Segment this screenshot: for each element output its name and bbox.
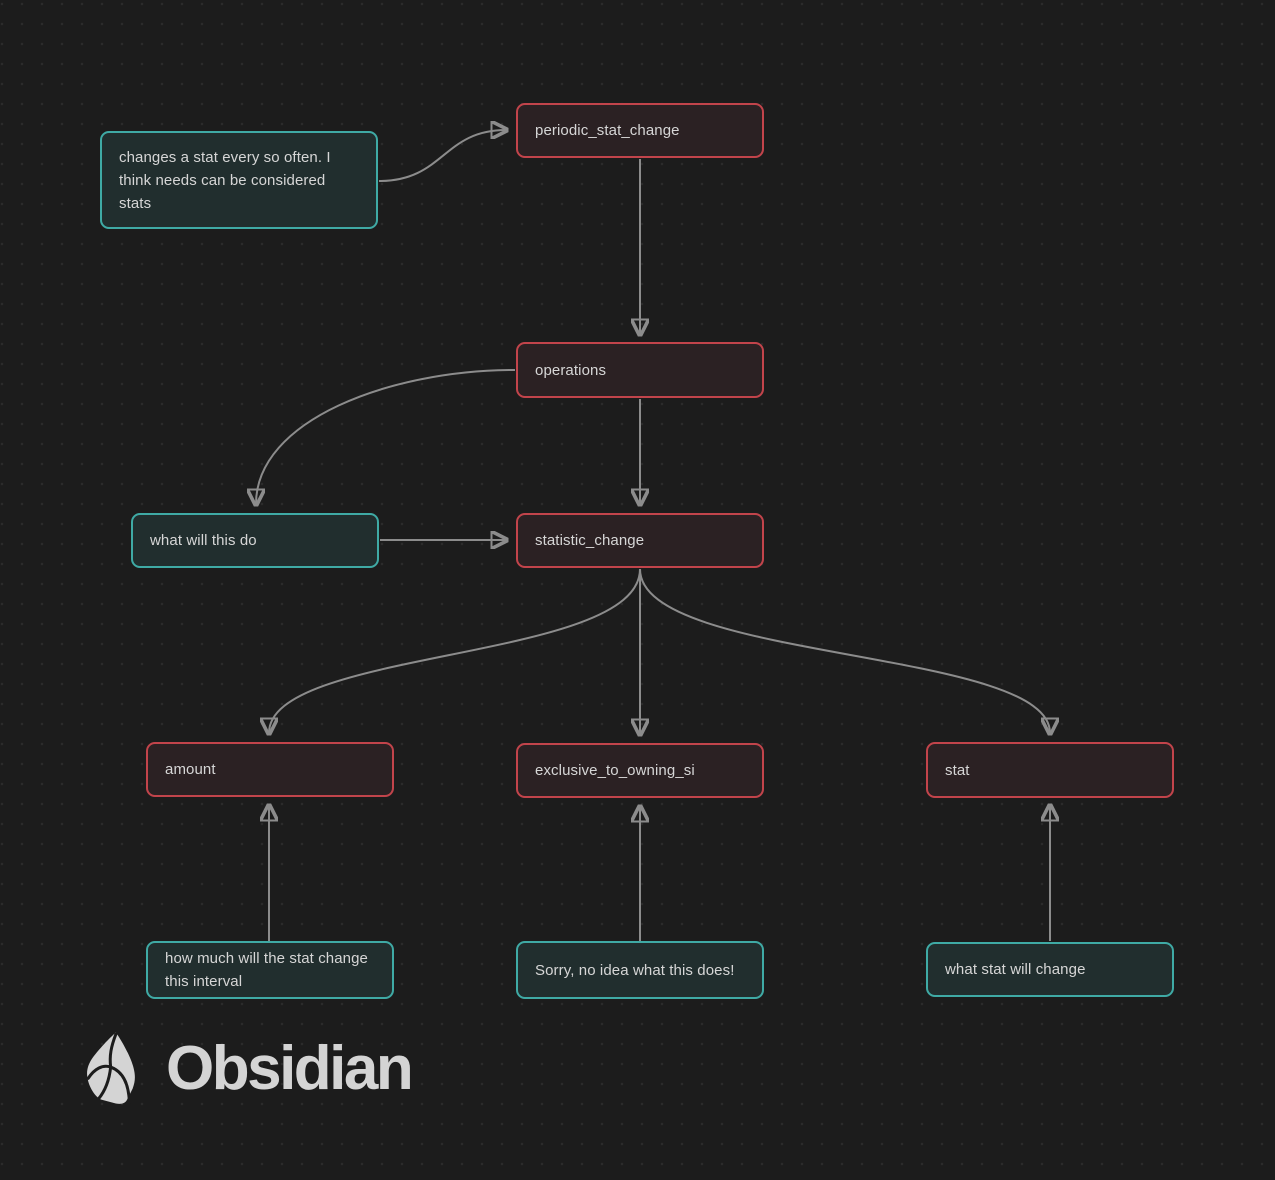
node-label: stat [945,761,970,779]
note-text: what stat will change [945,961,1086,978]
node-label: operations [535,361,607,379]
node-stat[interactable]: stat [926,742,1174,798]
node-amount[interactable]: amount [146,742,394,797]
note-what-will-this-do[interactable]: what will this do [131,513,379,568]
edge-statistic-to-stat[interactable] [639,568,1050,733]
obsidian-logo-icon [86,1032,135,1105]
note-text: Sorry, no idea what this does! [535,961,735,979]
obsidian-wordmark: Obsidian [166,1033,414,1103]
node-statistic-change[interactable]: statistic_change [516,513,764,568]
note-text: what will this do [150,532,257,549]
node-label: exclusive_to_owning_si [535,762,695,779]
edge-operations-to-note-whatwill[interactable] [256,369,516,504]
node-operations[interactable]: operations [516,342,764,398]
node-exclusive-to-owning-si[interactable]: exclusive_to_owning_si [516,743,764,798]
note-text: how much will the stat change this inter… [165,950,369,990]
edge-statistic-to-amount[interactable] [269,568,641,733]
node-label: statistic_change [535,532,645,549]
node-label: amount [165,761,216,778]
node-periodic-stat-change[interactable]: periodic_stat_change [516,103,764,158]
note-sorry-no-idea[interactable]: Sorry, no idea what this does! [516,941,764,999]
note-what-stat-will-change[interactable]: what stat will change [926,942,1174,997]
edge-note-changes-to-periodic[interactable] [378,130,506,182]
note-text: changes a stat every so often. I think n… [119,148,331,212]
note-how-much-will-stat-change[interactable]: how much will the stat change this inter… [146,941,394,999]
obsidian-branding: Obsidian [84,1030,414,1106]
note-changes-stat[interactable]: changes a stat every so often. I think n… [100,131,378,229]
node-label: periodic_stat_change [535,122,680,139]
